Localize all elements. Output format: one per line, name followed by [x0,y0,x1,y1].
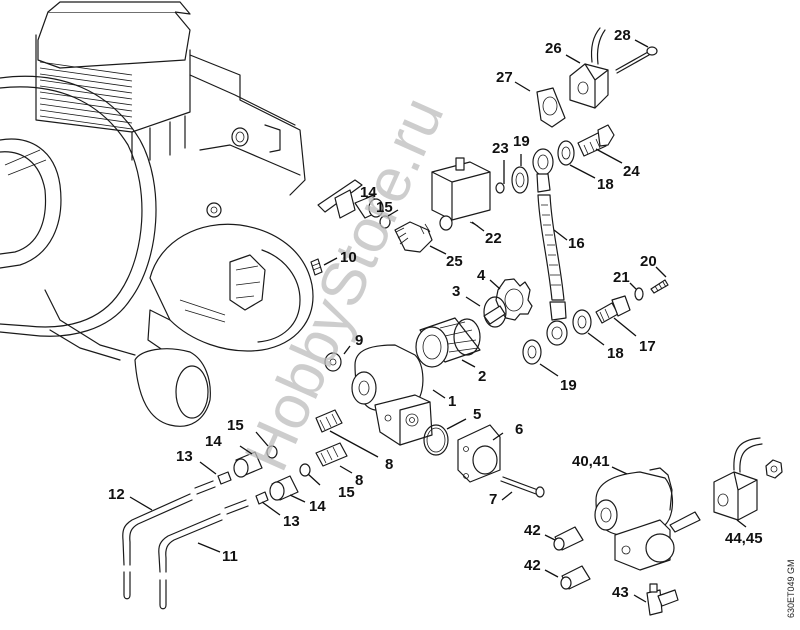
callout-3: 3 [452,283,460,300]
part-26-connector-plug [569,27,609,109]
part-28-long-screw [615,46,658,74]
part-18-washer-upper [557,140,575,166]
part-1-oil-pump [351,344,433,446]
part-4-gear-cover [483,278,533,325]
callout-11: 11 [222,548,238,565]
part-16-flex-hose [532,148,568,346]
callout-14-upper: 14 [360,184,377,201]
drawing-reference: 630ET049 GM [786,559,796,618]
part-42-nipple-upper [553,526,584,551]
part-17-nipple [595,295,631,324]
callout-23: 23 [492,140,509,157]
callout-14-lower: 14 [309,498,326,515]
part-15-ferrule-lower [299,463,311,477]
callout-1: 1 [448,393,456,410]
part-27-gasket [536,87,566,128]
callout-20: 20 [640,253,657,270]
callout-15-upper: 15 [376,199,393,216]
callout-6: 6 [515,421,523,438]
callout-21: 21 [613,269,630,286]
part-18-washer-lower [572,309,592,335]
callout-42-upper: 42 [524,522,541,539]
callout-labels: 1 2 3 4 5 6 7 8 8 9 10 11 12 13 13 14 14… [108,27,763,601]
part-13-pin-upper [217,471,232,485]
callout-16: 16 [568,235,585,252]
callout-19-upper: 19 [513,133,530,150]
callout-13-lower: 13 [283,513,300,530]
callout-26: 26 [545,40,562,57]
callout-24: 24 [623,163,640,180]
part-42-nipple-lower [560,565,591,590]
part-10-set-screw [310,258,323,276]
callout-27: 27 [496,69,513,86]
part-23-screw [495,182,505,194]
solenoid-valve-22 [431,157,491,231]
part-3-o-ring [483,296,507,328]
callout-40-41: 40,41 [572,453,610,470]
callout-22: 22 [485,230,502,247]
part-5-gasket-ring [423,424,449,456]
part-24-banjo-bolt [577,124,615,157]
callout-18-upper: 18 [597,176,614,193]
part-43-elbow-fitting [646,583,679,616]
part-13-pin-lower [255,491,269,505]
callout-12: 12 [108,486,125,503]
callout-5: 5 [473,406,481,423]
part-21-o-ring [634,287,644,301]
part-25-elbow [394,221,433,253]
part-6-cover-plate [457,424,501,483]
callout-4: 4 [477,267,486,284]
part-9-nut [324,352,342,372]
callout-42-lower: 42 [524,557,541,574]
callout-8-lower: 8 [355,472,363,489]
callout-9: 9 [355,332,363,349]
part-12-pipe [122,480,216,600]
burner-housing [0,1,314,427]
part-14-nut-upper [354,195,384,219]
part-44-45-connector-block [713,437,763,521]
part-15-ferrule-mid [266,445,278,459]
part-14-nut-mid [233,451,263,478]
callout-7: 7 [489,491,497,508]
part-20-nozzle-screw [650,279,669,294]
part-14-nut-lower [269,475,299,501]
part-44-45-nut [765,459,783,479]
callout-25: 25 [446,253,463,270]
part-40-41-pump-assembly [594,467,701,571]
callout-17: 17 [639,338,656,355]
callout-15-mid: 15 [227,417,244,434]
part-8-nipple-lower [315,442,348,467]
callout-28: 28 [614,27,631,44]
callout-13-upper: 13 [176,448,193,465]
callout-10: 10 [340,249,357,266]
part-7-screw [500,476,545,498]
bracket-part [317,179,363,219]
part-19-washer-lower [522,339,542,365]
callout-2: 2 [478,368,486,385]
callout-8-upper: 8 [385,456,393,473]
part-15-ferrule-upper [379,215,391,229]
part-19-washer-upper [511,166,529,194]
part-2-filter [415,317,481,368]
part-11-pipe [158,499,249,610]
callout-14-mid: 14 [205,433,222,450]
part-8-nipple-upper [315,409,343,433]
callout-44-45: 44,45 [725,530,763,547]
callout-18-lower: 18 [607,345,624,362]
leader-lines [129,39,747,603]
callout-15-lower: 15 [338,484,355,501]
callout-43: 43 [612,584,629,601]
callout-19-lower: 19 [560,377,577,394]
